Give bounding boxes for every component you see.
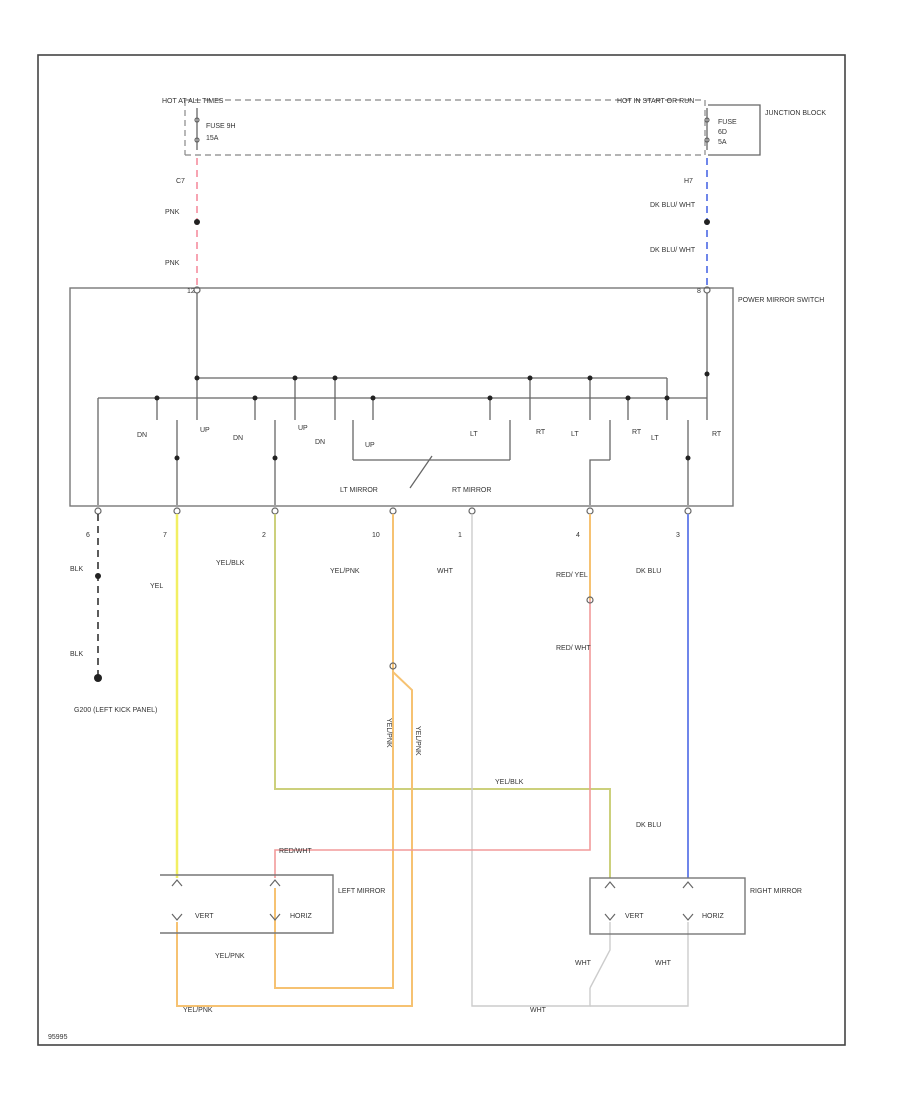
yel-pnk-label-5: YEL/PNK — [183, 1007, 213, 1014]
switch-pin-7: 7 — [163, 532, 167, 539]
right-mirror-box — [589, 877, 746, 935]
yel-pnk-label-4: YEL/PNK — [215, 953, 245, 960]
right-fuse-rating: 5A — [718, 139, 727, 146]
splice-dot — [704, 219, 710, 225]
switch-pin-1: 1 — [458, 532, 462, 539]
left-mirror-box — [160, 874, 334, 934]
diagram-frame — [37, 54, 846, 1046]
yel-blk-label-1: YEL/BLK — [216, 560, 245, 567]
ground-point — [94, 674, 102, 682]
left-horiz-motor: HORIZ — [290, 913, 313, 920]
left-fuse-rating: 15A — [206, 135, 219, 142]
switch-bottom-terminals — [94, 507, 692, 515]
junction-block-label: JUNCTION BLOCK — [765, 110, 826, 117]
right-fuse-label: FUSE — [718, 119, 737, 126]
wht-label-2: WHT — [575, 960, 592, 967]
right-feed-pin: H7 — [684, 178, 693, 185]
left-feed-color-1: PNK — [165, 209, 180, 216]
right-fuse-number: 6D — [718, 129, 727, 136]
wht-label-3: WHT — [655, 960, 672, 967]
red-wht-wire — [274, 600, 591, 878]
left-feed-color-2: PNK — [165, 260, 180, 267]
yel-pnk-label-2: YEL/PNK — [385, 718, 392, 748]
yel-pnk-wire — [274, 514, 394, 989]
contact-label: UP — [298, 425, 308, 432]
switch-label: POWER MIRROR SWITCH — [738, 297, 824, 304]
left-mirror-label: LEFT MIRROR — [338, 888, 385, 895]
right-vert-motor: VERT — [625, 913, 644, 920]
right-feed-color-1: DK BLU/ WHT — [650, 202, 696, 209]
contact-label: RT — [712, 431, 722, 438]
right-mirror-label: RIGHT MIRROR — [750, 888, 802, 895]
wht-label-1: WHT — [437, 568, 454, 575]
switch-pin-10: 10 — [372, 532, 380, 539]
red-wht-label-2: RED/WHT — [279, 848, 312, 855]
ground-label: G200 (LEFT KICK PANEL) — [74, 707, 157, 714]
left-mirror-terminals — [171, 879, 281, 921]
rt-mirror-label: RT MIRROR — [452, 487, 491, 494]
left-fuse-source: HOT AT ALL TIMES — [162, 98, 224, 105]
dk-blu-label-1: DK BLU — [636, 568, 661, 575]
contact-label: UP — [200, 427, 210, 434]
yel-blk-label-2: YEL/BLK — [495, 779, 524, 786]
yel-blk-wire — [274, 514, 611, 878]
right-mirror-terminals — [604, 881, 694, 921]
right-feed-color-2: DK BLU/ WHT — [650, 247, 696, 254]
red-wht-label-1: RED/ WHT — [556, 645, 591, 652]
switch-pin-left: 12 — [187, 288, 195, 295]
red-yel-label: RED/ YEL — [556, 572, 588, 579]
contact-label: RT — [632, 429, 642, 436]
right-horiz-motor: HORIZ — [702, 913, 725, 920]
contact-label: LT — [470, 431, 478, 438]
contact-label: RT — [536, 429, 546, 436]
contact-label: LT — [571, 431, 579, 438]
splice-dot — [95, 573, 101, 579]
switch-pin-6: 6 — [86, 532, 90, 539]
splice-terminal — [586, 596, 594, 604]
splice-terminal — [389, 662, 397, 670]
diagram-code: 95995 — [48, 1034, 68, 1041]
right-fuse-source: HOT IN START OR RUN — [617, 98, 694, 105]
switch-pin-2: 2 — [262, 532, 266, 539]
splice-dot — [194, 219, 200, 225]
left-feed-pin: C7 — [176, 178, 185, 185]
contact-label: DN — [315, 439, 325, 446]
yel-wire-label: YEL — [150, 583, 163, 590]
contact-label: DN — [233, 435, 243, 442]
contact-label: LT — [651, 435, 659, 442]
yel-pnk-label-3: YEL/PNK — [414, 726, 421, 756]
contact-label: UP — [365, 442, 375, 449]
wht-wire — [590, 922, 689, 1007]
left-vert-motor: VERT — [195, 913, 214, 920]
wht-wire — [589, 922, 611, 989]
power-mirror-switch-box — [69, 287, 734, 507]
wht-wire — [471, 514, 591, 1007]
switch-pin-right: 8 — [697, 288, 701, 295]
switch-pin-3: 3 — [676, 532, 680, 539]
lt-mirror-label: LT MIRROR — [340, 487, 378, 494]
wht-label-4: WHT — [530, 1007, 547, 1014]
yel-pnk-label-1: YEL/PNK — [330, 568, 360, 575]
ground-wire-color-2: BLK — [70, 651, 84, 658]
switch-internals — [97, 293, 710, 505]
contact-label: DN — [137, 432, 147, 439]
left-fuse-label: FUSE 9H — [206, 123, 236, 130]
switch-pin-4: 4 — [576, 532, 580, 539]
junction-block — [184, 99, 761, 156]
dk-blu-label-2: DK BLU — [636, 822, 661, 829]
yel-pnk-wire — [176, 671, 413, 1007]
ground-wire-color-1: BLK — [70, 566, 84, 573]
